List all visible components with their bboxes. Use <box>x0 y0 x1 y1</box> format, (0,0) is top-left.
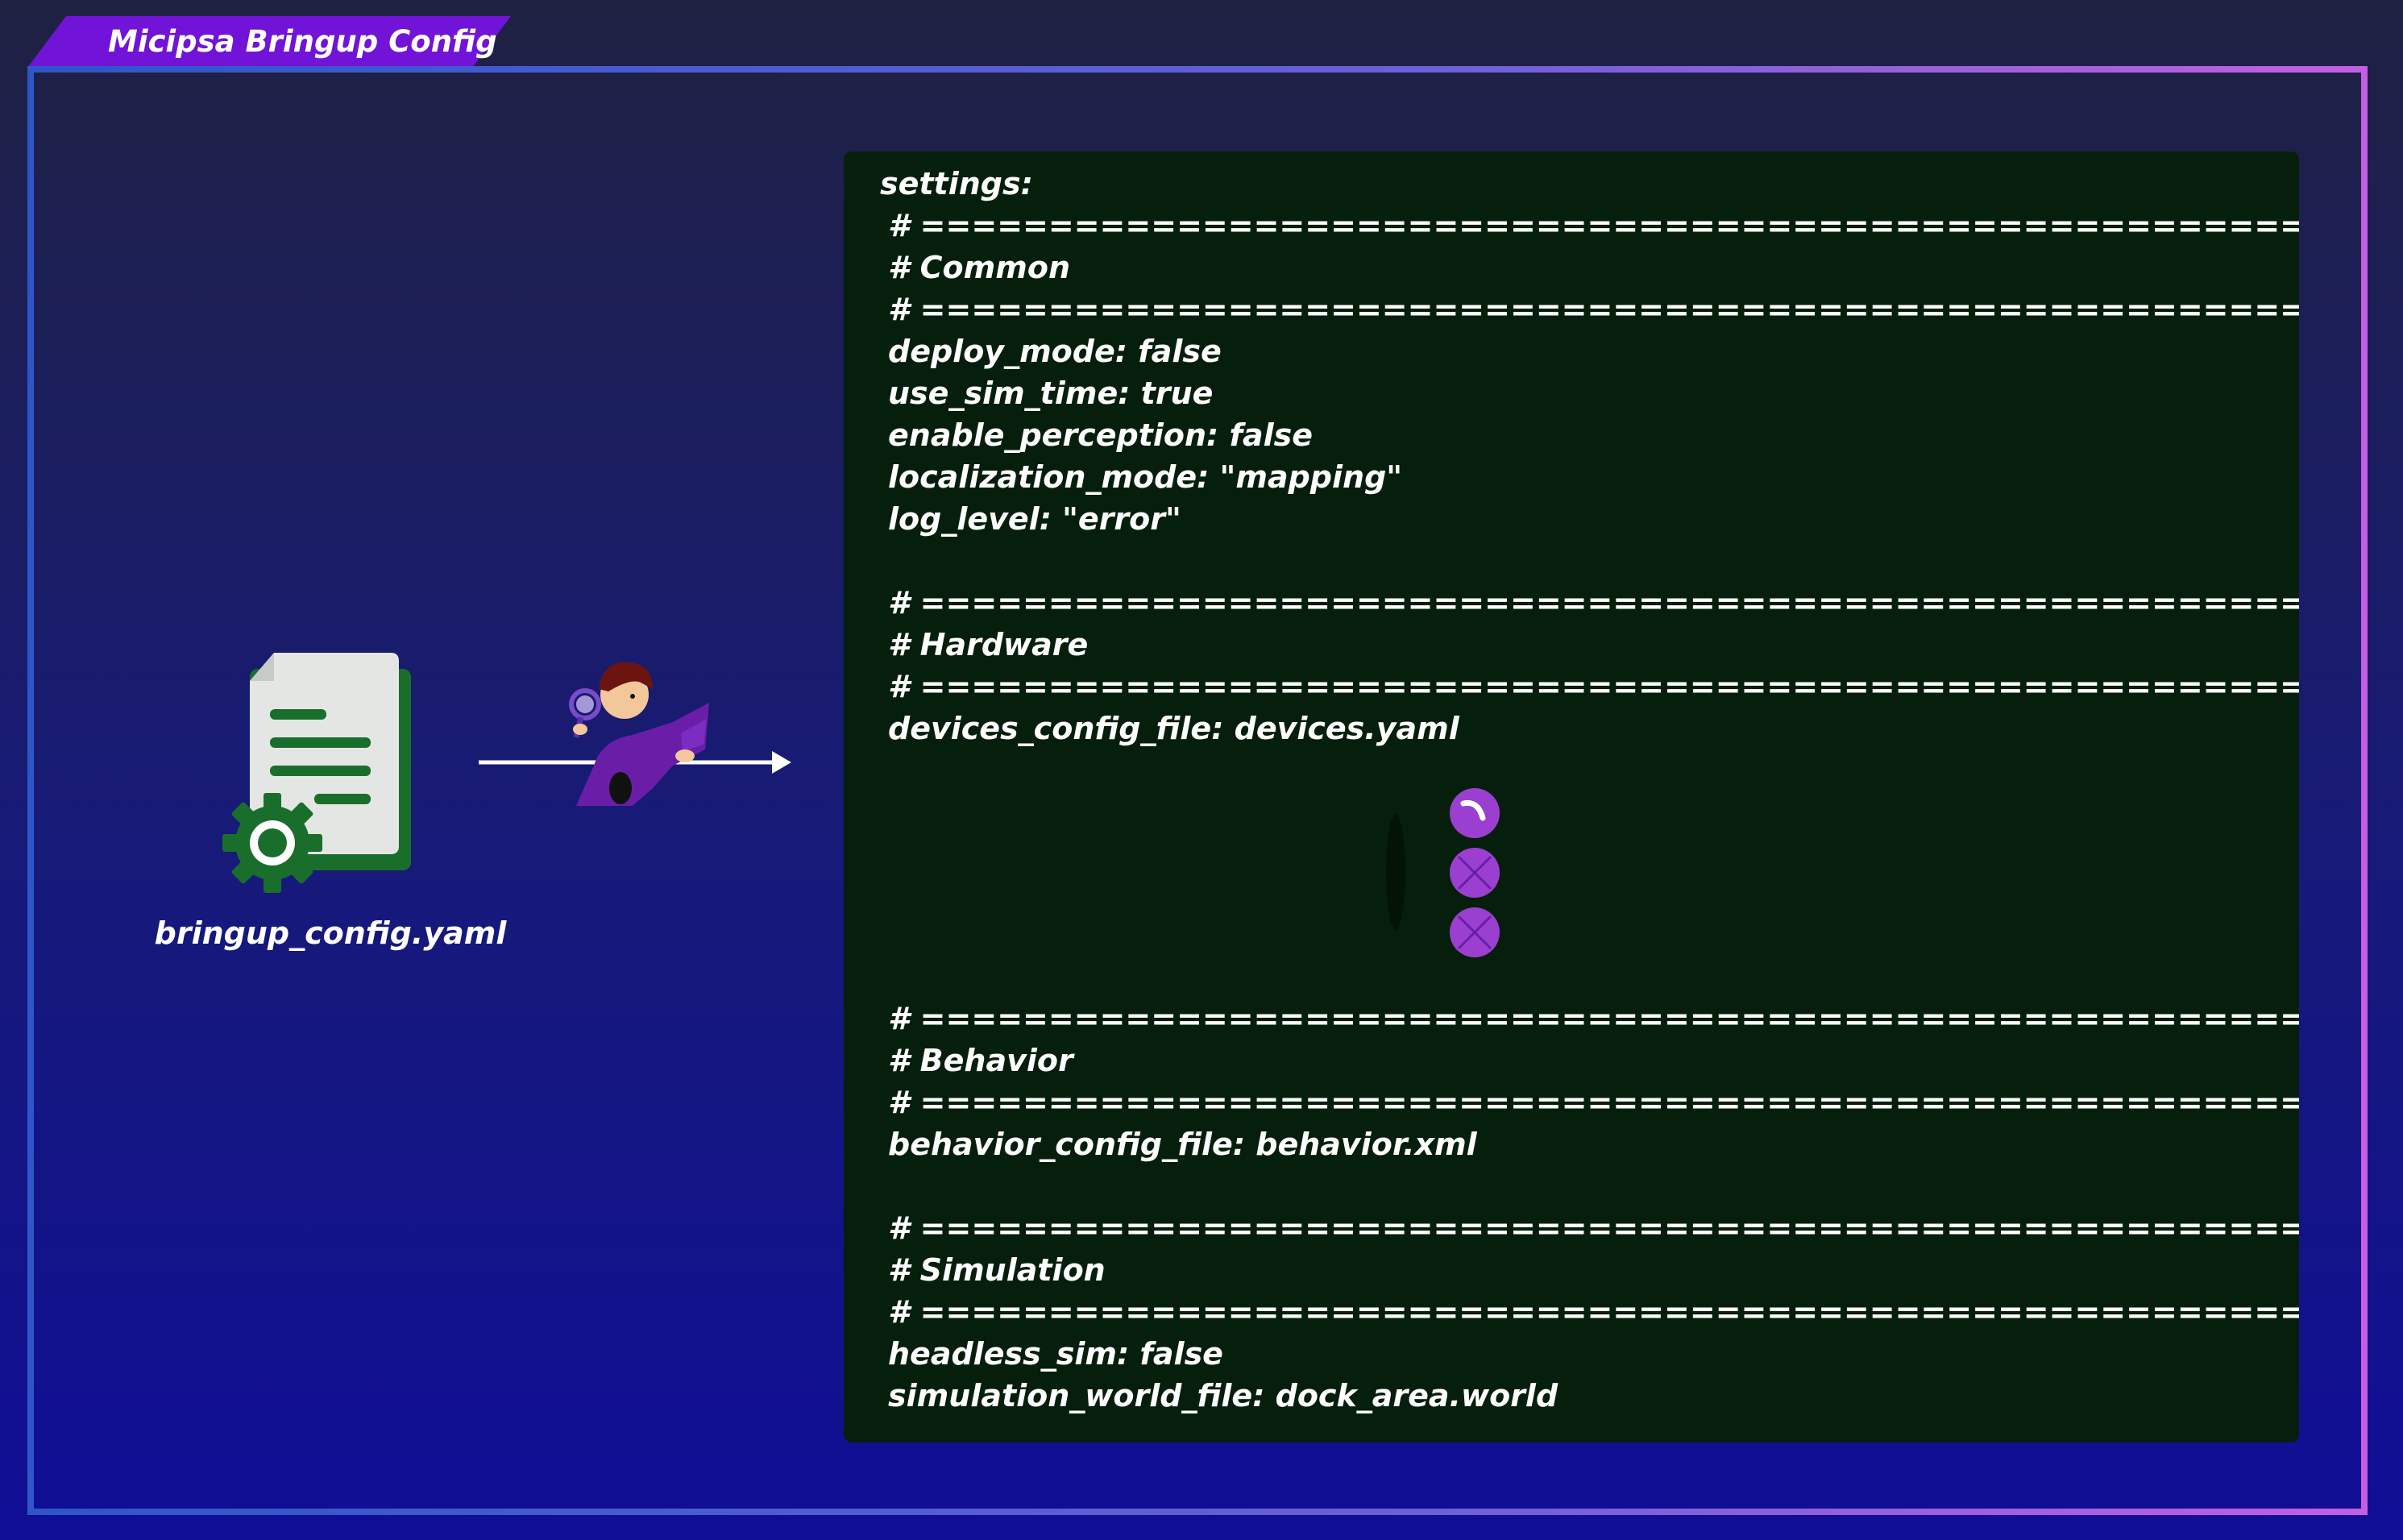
config-line-use-sim-time: use_sim_time: true <box>888 376 1214 411</box>
simulation-rule-top: # ======================================… <box>888 1210 2299 1246</box>
config-line-simulation-world-file: simulation_world_file: dock_area.world <box>888 1378 1558 1413</box>
inspector-character-icon <box>569 662 709 806</box>
title-tab <box>27 16 511 68</box>
simulation-rule-bottom: # ======================================… <box>888 1294 2299 1330</box>
behavior-rule-bottom: # ======================================… <box>888 1085 2299 1120</box>
config-line-headless-sim: headless_sim: false <box>888 1336 1223 1372</box>
common-rule-bottom: # ======================================… <box>888 292 2299 327</box>
code-panel: settings: # ============================… <box>844 152 2299 1442</box>
common-rule-top: # ======================================… <box>888 208 2299 243</box>
behavior-heading: # Behavior <box>888 1043 1073 1078</box>
settings-key: settings: <box>880 166 1033 201</box>
window-title: Micipsa Bringup Config <box>108 24 497 59</box>
config-line-deploy-mode: deploy_mode: false <box>888 334 1222 369</box>
config-line-log-level: log_level: "error" <box>888 501 1181 537</box>
simulation-heading: # Simulation <box>888 1252 1106 1288</box>
config-line-enable-perception: enable_perception: false <box>888 417 1314 453</box>
config-line-localization-mode: localization_mode: "mapping" <box>888 459 1403 495</box>
file-name-label: bringup_config.yaml <box>154 915 507 951</box>
loading-indicator-icon <box>1386 788 1500 957</box>
config-line-behavior-config-file: behavior_config_file: behavior.xml <box>888 1127 1477 1162</box>
common-heading: # Common <box>888 250 1071 285</box>
config-line-devices-config-file: devices_config_file: devices.yaml <box>888 711 1459 746</box>
config-file-icon <box>222 653 411 893</box>
gear-icon <box>222 793 322 893</box>
hardware-rule-top: # ======================================… <box>888 585 2299 621</box>
behavior-rule-top: # ======================================… <box>888 1001 2299 1036</box>
hardware-heading: # Hardware <box>888 627 1089 662</box>
hardware-rule-bottom: # ======================================… <box>888 669 2299 704</box>
